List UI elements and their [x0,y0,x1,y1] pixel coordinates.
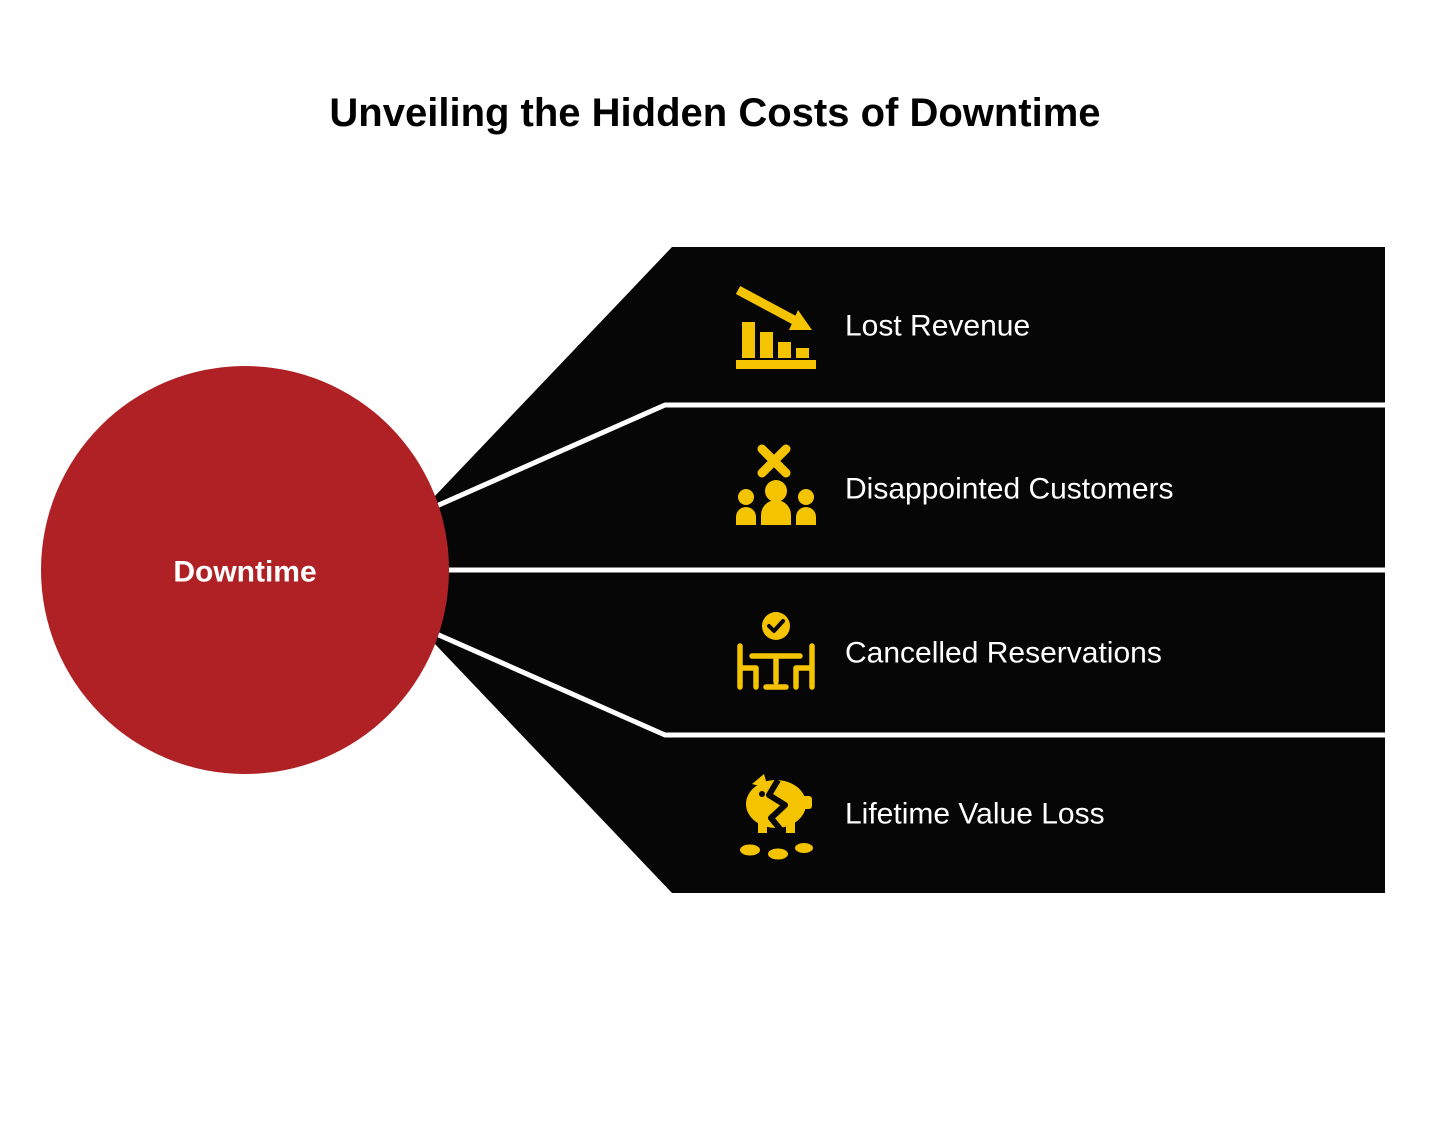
item-label-lost-revenue: Lost Revenue [845,310,1030,343]
downtime-circle [41,366,449,774]
band-disappointed-customers: Disappointed Customers [736,444,1174,525]
item-label-disappointed-customers: Disappointed Customers [845,473,1174,506]
declining-bar-chart-icon [735,286,816,369]
center-node-label: Downtime [173,556,316,589]
item-label-cancelled-reservations: Cancelled Reservations [845,637,1162,670]
item-label-lifetime-value-loss: Lifetime Value Loss [845,798,1105,831]
band-lifetime-value-loss: Lifetime Value Loss [740,774,1105,860]
separator-3 [430,629,1385,738]
separator-1 [430,402,1385,511]
center-node: Downtime [41,366,449,774]
table-reservation-icon [737,612,815,690]
page-title: Unveiling the Hidden Costs of Downtime [329,91,1100,135]
band-cancelled-reservations: Cancelled Reservations [737,612,1162,690]
broken-piggy-bank-icon [740,774,813,860]
disappointed-customers-icon [736,444,816,525]
band-lost-revenue: Lost Revenue [735,286,1030,369]
